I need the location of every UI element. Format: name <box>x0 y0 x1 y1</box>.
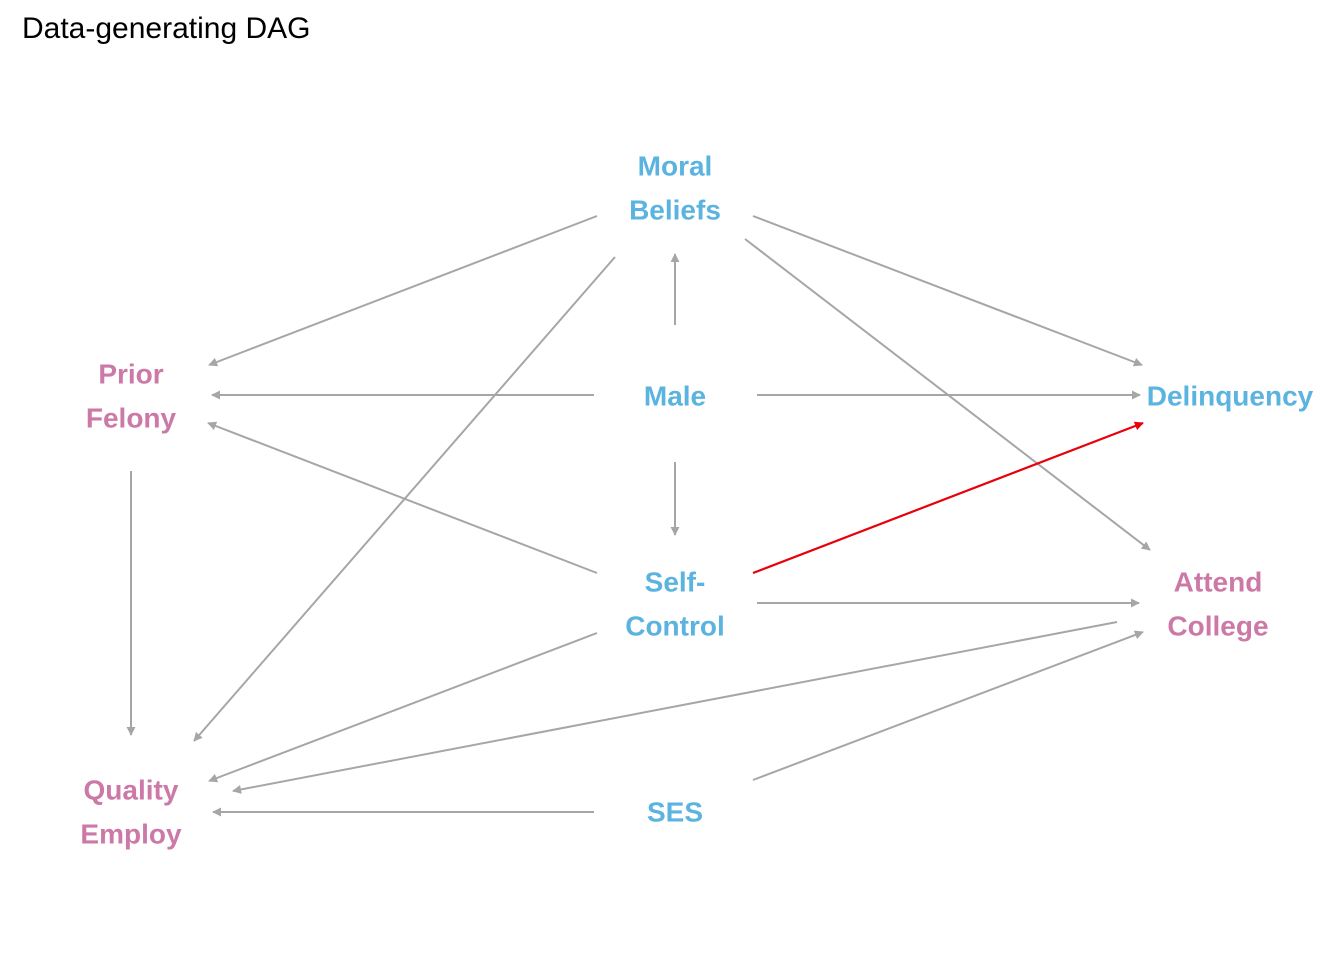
node-male: Male <box>644 381 706 412</box>
node-moral-label-line-1: Moral <box>638 151 713 182</box>
node-quality-label-line-1: Quality <box>84 775 179 806</box>
edges-layer <box>126 215 1151 817</box>
node-delinquency: Delinquency <box>1147 381 1314 412</box>
node-selfcontrol-label-line-2: Control <box>625 611 725 642</box>
node-prior-label-line-1: Prior <box>98 359 163 390</box>
node-ses: SES <box>647 797 703 828</box>
edge-moral-to-prior <box>208 215 598 367</box>
node-quality-label-line-2: Employ <box>80 819 182 850</box>
node-ses-label-line-1: SES <box>647 797 703 828</box>
node-attend-label-line-2: College <box>1167 611 1268 642</box>
node-moral-label-line-2: Beliefs <box>629 195 721 226</box>
edge-attend-to-quality <box>232 621 1118 794</box>
edge-moral-to-delinquency <box>752 215 1143 367</box>
node-prior-label-line-2: Felony <box>86 403 177 434</box>
node-attend-label-line-1: Attend <box>1174 567 1263 598</box>
edge-selfcontrol-to-prior <box>207 421 598 574</box>
node-male-label-line-1: Male <box>644 381 706 412</box>
diagram-title: Data-generating DAG <box>22 12 311 45</box>
node-delinquency-label-line-1: Delinquency <box>1147 381 1314 412</box>
edge-selfcontrol-to-quality <box>208 632 598 783</box>
node-selfcontrol: Self- Control <box>625 567 725 642</box>
node-selfcontrol-label-line-1: Self- <box>645 567 706 598</box>
edge-selfcontrol-to-delinquency <box>752 421 1144 575</box>
edge-ses-to-attend <box>752 630 1144 781</box>
